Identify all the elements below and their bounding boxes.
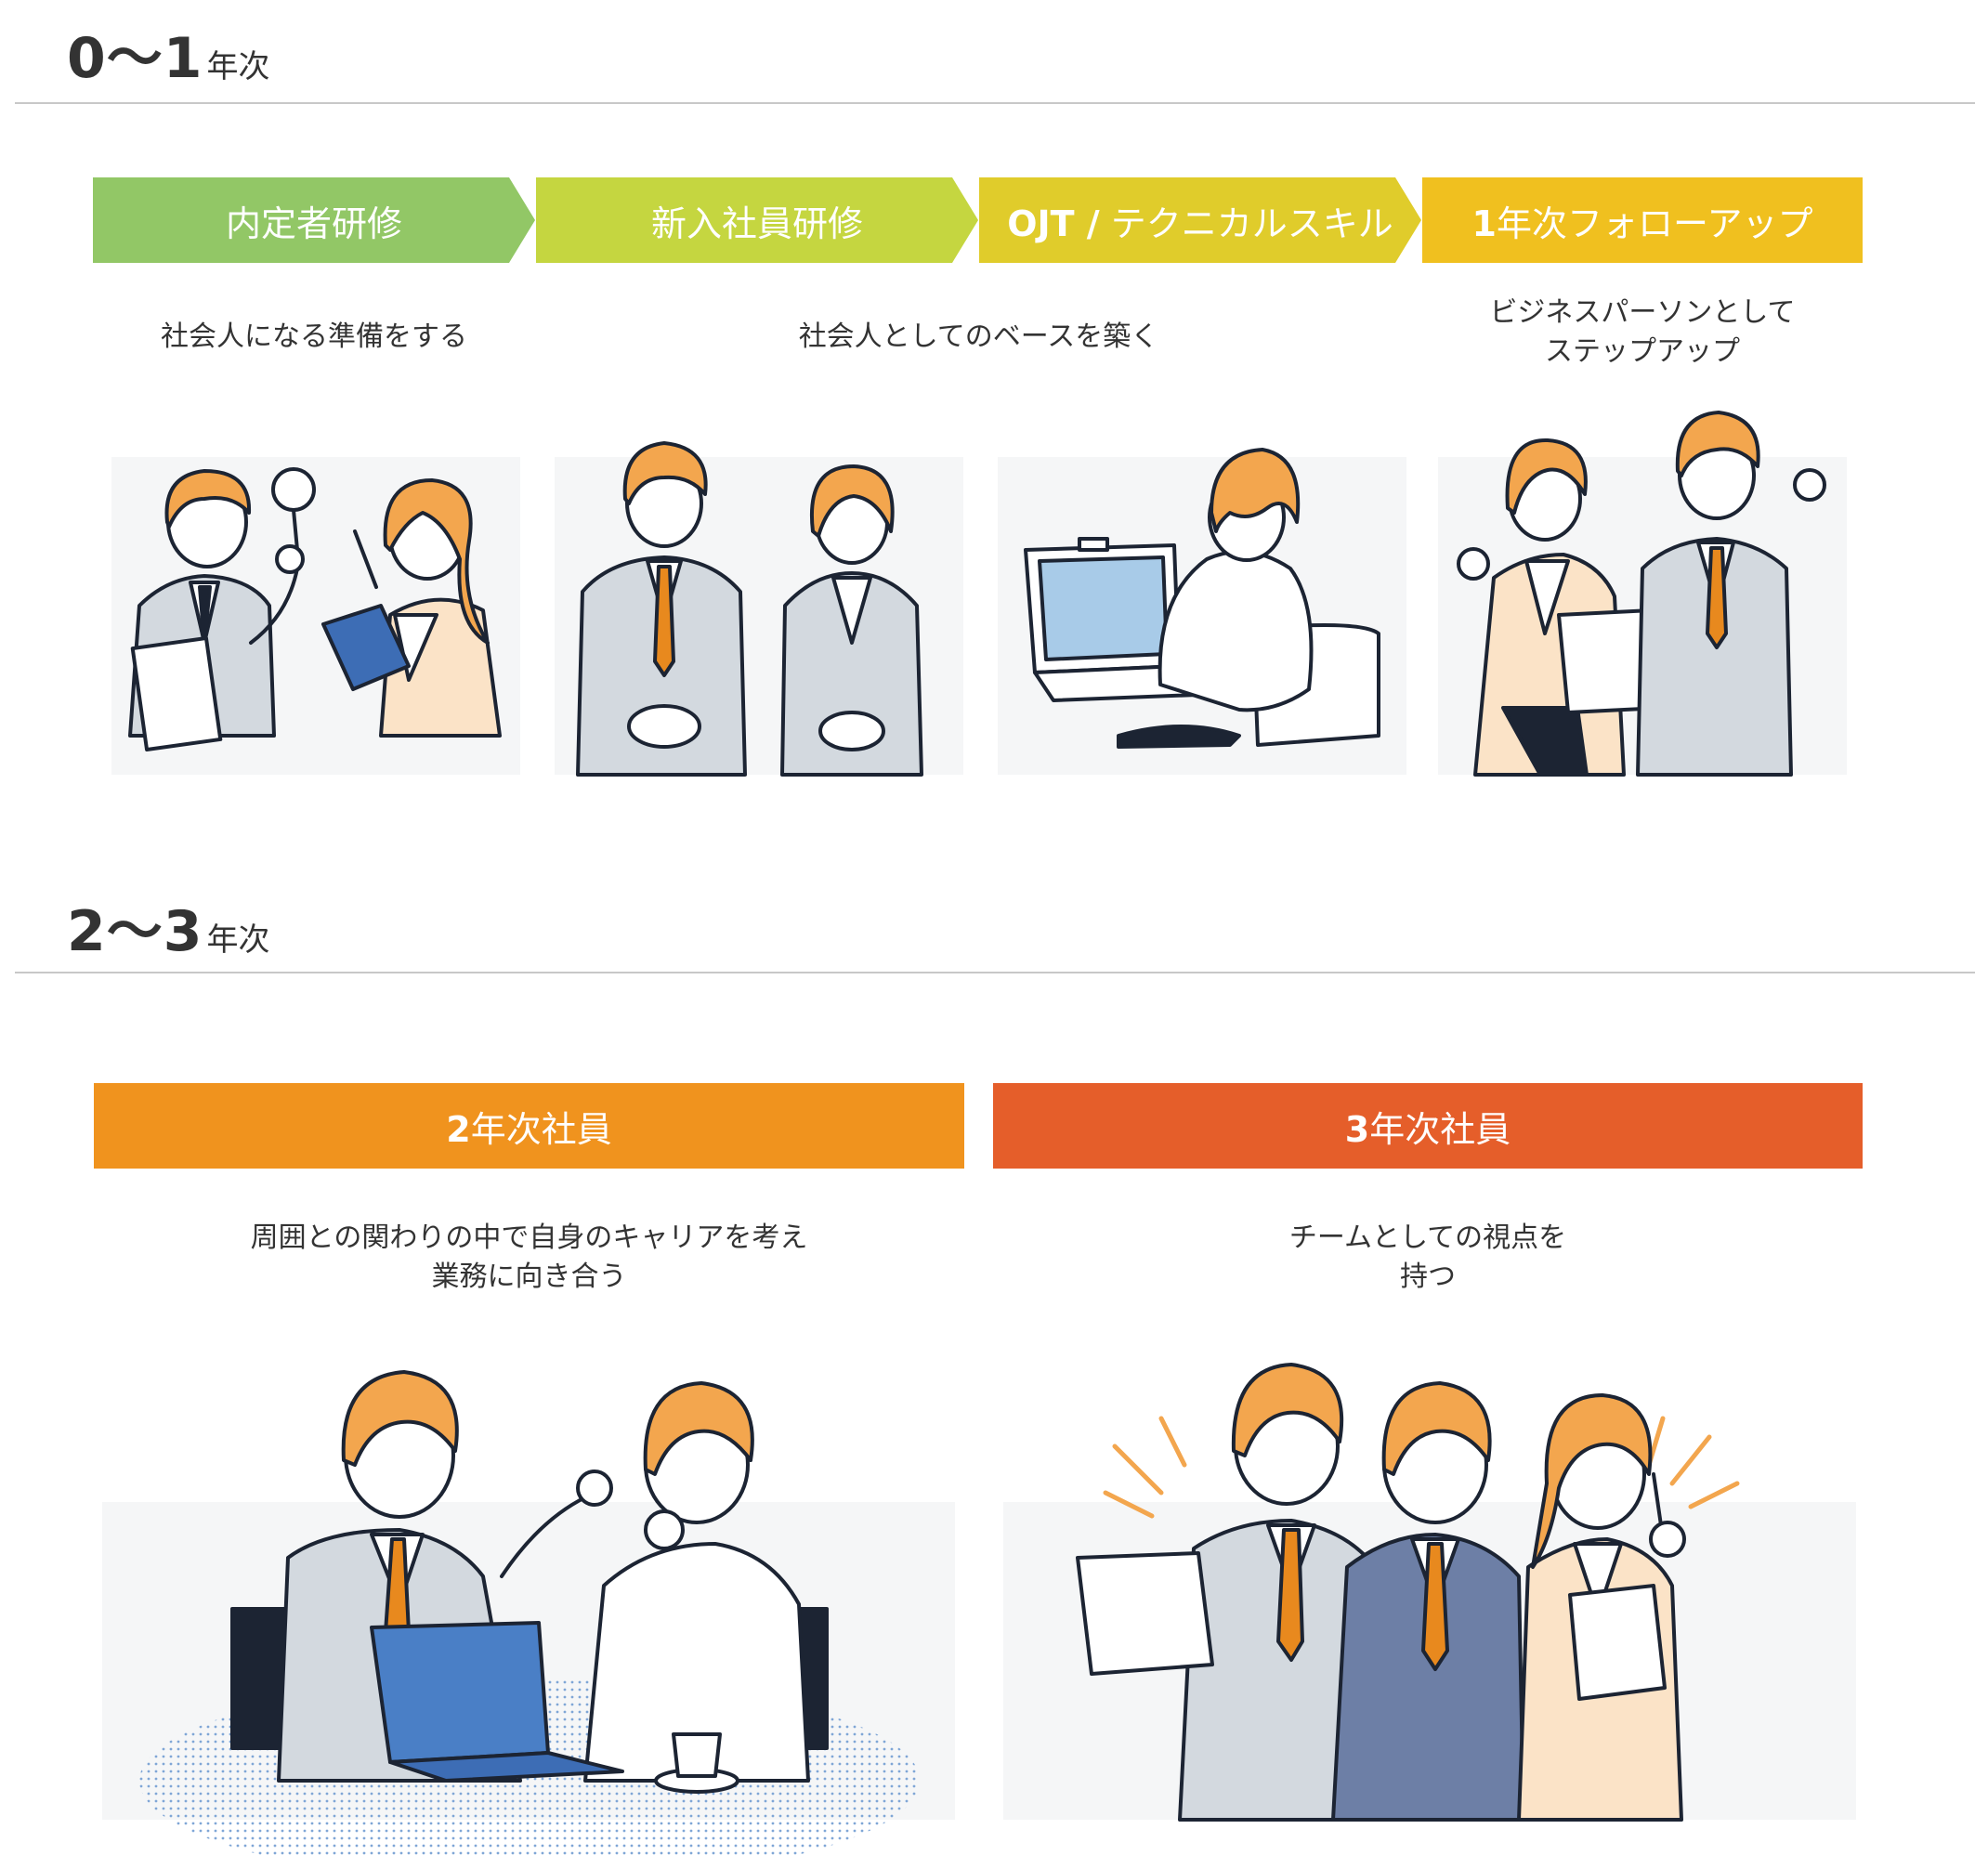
step-label: テクニカルスキル	[1099, 202, 1393, 244]
bar-label: 年次社員	[470, 1108, 612, 1150]
step-label: 年次フォローアップ	[1496, 202, 1813, 244]
desc-team-line1: チームとしての視点を	[1288, 1221, 1567, 1254]
illustration-discussion	[102, 1370, 955, 1855]
bar-label: 年次社員	[1369, 1108, 1511, 1150]
desc-stepup: ビジネスパーソンとして ステップアップ	[1422, 294, 1863, 372]
section-title-suffix: 年次	[206, 921, 270, 959]
step-naiteisha-kenshu: 内定者研修	[93, 177, 535, 263]
illustration-followup	[1438, 411, 1847, 777]
bar-label-bold: 2	[446, 1108, 471, 1150]
section-title-number: 0〜1	[67, 26, 203, 91]
desc-stepup-line2: ステップアップ	[1545, 335, 1740, 368]
illustration-team	[1003, 1363, 1856, 1822]
desc-stepup-line1: ビジネスパーソンとして	[1489, 296, 1796, 329]
desc-prepare: 社会人になる準備をする	[161, 320, 467, 353]
illustration-ojt	[998, 448, 1406, 775]
step-1nenji-followup: 1年次フォローアップ	[1422, 177, 1863, 263]
step-ojt-technical-skill: OJT / テクニカルスキル	[979, 177, 1421, 263]
desc-base: 社会人としてのベースを築く	[798, 320, 1159, 353]
bar-label-bold: 3	[1344, 1108, 1370, 1150]
desc-career: 周囲との関わりの中で自身のキャリアを考え 業務に向き合う	[94, 1219, 964, 1297]
step-label: 新入社員研修	[650, 202, 863, 244]
section-title-number: 2〜3	[67, 899, 203, 964]
section-divider	[15, 972, 1975, 973]
desc-career-line1: 周囲との関わりの中で自身のキャリアを考え	[250, 1221, 808, 1254]
step-label: 内定者研修	[225, 202, 402, 244]
desc-team-line2: 持つ	[1400, 1261, 1456, 1293]
section-divider	[15, 102, 1975, 104]
step-shinnyu-shain-kenshu: 新入社員研修	[536, 177, 978, 263]
desc-career-line2: 業務に向き合う	[431, 1261, 627, 1293]
step-label-bold: 1	[1471, 202, 1497, 244]
section-title-suffix: 年次	[206, 48, 270, 85]
bar-2nenji-shain: 2年次社員	[94, 1083, 964, 1169]
illustration-shinnyu	[555, 441, 963, 777]
bar-3nenji-shain: 3年次社員	[993, 1083, 1863, 1169]
desc-team: チームとしての視点を 持つ	[993, 1219, 1863, 1297]
illustration-naiteisha	[111, 457, 520, 775]
step-label-bold: OJT /	[1007, 202, 1100, 244]
